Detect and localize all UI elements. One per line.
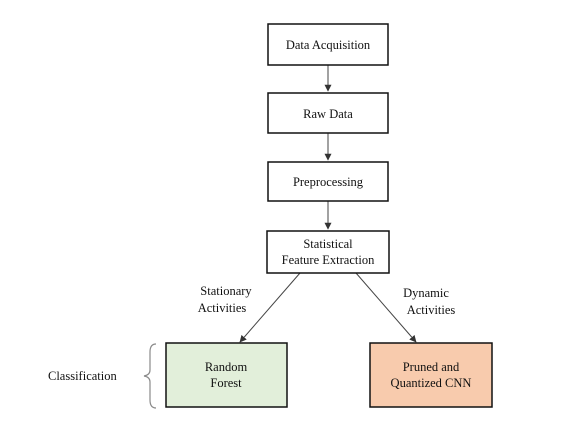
edge-label-dynamic-line2: Activities	[407, 303, 456, 317]
node-raw-data: Raw Data	[267, 92, 389, 134]
arrow-features-to-random-forest	[239, 272, 301, 343]
classification-brace	[143, 343, 157, 409]
edge-label-dynamic: Dynamic Activities	[403, 286, 455, 317]
node-feature-extraction: Statistical Feature Extraction	[266, 230, 390, 274]
node-data-acquisition-label: Data Acquisition	[286, 38, 371, 52]
edge-label-stationary-line1: Stationary	[200, 284, 252, 298]
edge-label-dynamic-line1: Dynamic	[403, 286, 449, 300]
node-data-acquisition: Data Acquisition	[267, 23, 389, 66]
edge-label-stationary-line2: Activities	[198, 301, 247, 315]
node-preprocessing-label: Preprocessing	[293, 175, 364, 189]
node-feature-extraction-label-line1: Statistical	[303, 237, 353, 251]
node-random-forest-label-line1: Random	[205, 360, 248, 374]
node-preprocessing: Preprocessing	[267, 161, 389, 202]
node-pruned-cnn: Pruned and Quantized CNN	[369, 342, 493, 408]
node-feature-extraction-label-line2: Feature Extraction	[282, 253, 375, 267]
node-raw-data-label: Raw Data	[303, 107, 353, 121]
node-pruned-cnn-label-line1: Pruned and	[403, 360, 460, 374]
node-random-forest-label-line2: Forest	[210, 376, 242, 390]
edge-label-stationary: Stationary Activities	[198, 284, 253, 315]
arrow-features-to-cnn	[355, 272, 417, 343]
node-pruned-cnn-label-line2: Quantized CNN	[391, 376, 472, 390]
group-label-classification: Classification	[48, 369, 117, 383]
node-random-forest: Random Forest	[165, 342, 288, 408]
